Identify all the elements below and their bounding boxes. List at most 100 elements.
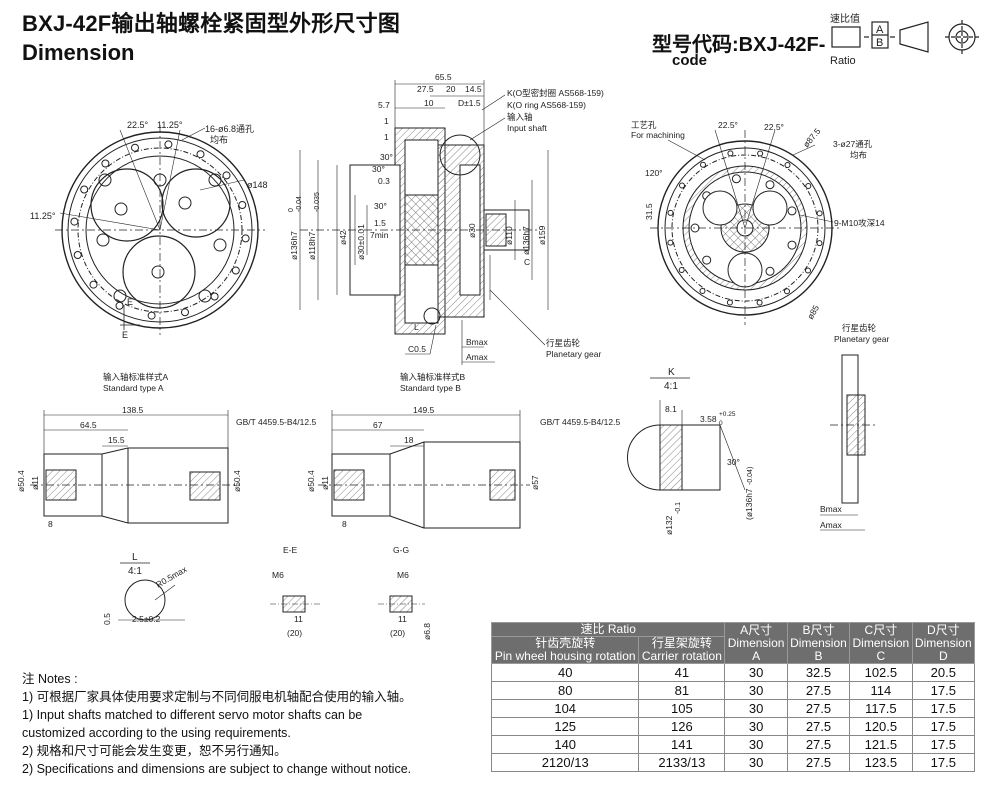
k-30: 30° — [727, 457, 740, 467]
dim-65: 65.5 — [435, 72, 452, 82]
table-cell: 32.5 — [786, 663, 851, 682]
dia-110: ø110 — [504, 226, 514, 245]
table-cell: 140 — [490, 735, 640, 754]
table-cell: 105 — [638, 699, 726, 718]
bolt-hole — [816, 210, 823, 217]
bolt-hole — [210, 292, 219, 301]
e-mark-2: E — [122, 330, 128, 340]
bolt-hole — [726, 299, 733, 306]
table-cell: 2133/13 — [638, 753, 726, 772]
table-cell: 121.5 — [849, 735, 913, 754]
gg-11: 11 — [398, 614, 407, 624]
back-holes-zh2: 均布 — [850, 150, 867, 160]
bolt-hole — [700, 161, 706, 168]
gg-20: (20) — [390, 628, 405, 638]
table-cell: 41 — [638, 663, 726, 682]
table-cell: 80 — [490, 681, 640, 700]
dim-27: 27.5 — [417, 84, 434, 94]
c05-label: C0.5 — [408, 344, 426, 354]
detail-ee-view — [270, 595, 320, 613]
ee-title: E-E — [283, 545, 298, 555]
bolt-hole — [678, 267, 685, 273]
bolt-hole — [131, 143, 139, 152]
shaft-b-dia2: ø11 — [320, 476, 330, 490]
ratio-label-zh: 速比值 — [830, 12, 860, 25]
table-cell: 117.5 — [849, 699, 913, 718]
machine-en: For machining — [631, 130, 685, 140]
dim-one-a: 1 — [384, 116, 389, 126]
planet-label-zh: 行星齿轮 — [546, 338, 581, 348]
model-code-label: 型号代码:BXJ-42F- — [652, 34, 826, 56]
k-dia136-tol: -0.04) — [747, 467, 754, 485]
bolt-hole — [667, 209, 674, 216]
shaft-b-view — [318, 410, 530, 529]
table-cell: 2120/13 — [490, 753, 640, 772]
back-angle-b: 22.5° — [764, 122, 784, 132]
angle-side: 11.25° — [30, 211, 56, 221]
angle-left: 22.5° — [127, 120, 149, 130]
detail-k-view — [627, 377, 746, 491]
detail-gg-view — [378, 595, 425, 613]
bolt-hole — [784, 162, 791, 168]
bolt-hole — [147, 311, 156, 320]
notes-title: 注 Notes : — [22, 672, 78, 686]
ratio-label-en: Ratio — [830, 55, 856, 67]
l-r05: R0.5max — [154, 564, 189, 590]
bolt-hole — [787, 240, 797, 250]
shaft-a-len: 138.5 — [122, 405, 144, 415]
holes-label-zh: 16-ø6.8通孔 — [205, 124, 254, 134]
dim-10: 10 — [424, 98, 434, 108]
bolt-hole — [667, 239, 674, 246]
dia-85: ø85 — [805, 303, 821, 321]
shaft-a-eight: 8 — [48, 519, 53, 529]
dia-118: ø118h7 — [307, 232, 317, 260]
shaft-a-dia: ø50.4 — [16, 470, 26, 492]
shaft-b-labels: 输入轴标准样式B Standard type B 149.5 67 18 GB/… — [306, 372, 620, 529]
k-tolp: +0.25 — [719, 411, 736, 418]
front-view — [55, 125, 265, 335]
table-cell: 81 — [638, 681, 726, 700]
table-cell: 30 — [724, 753, 788, 772]
shaft-a-gb: GB/T 4459.5-B4/12.5 — [236, 417, 316, 427]
l-05: 0.5 — [102, 613, 112, 625]
bolt-hole — [181, 308, 189, 317]
table-cell: 17.5 — [911, 699, 976, 718]
bolt-hole — [757, 150, 764, 157]
page-title: BXJ-42F输出轴螺栓紧固型外形尺寸图 — [22, 11, 401, 36]
bolt-hole — [765, 180, 775, 190]
dim-15: 1.5 — [374, 218, 386, 228]
ee-20: (20) — [287, 628, 302, 638]
ratio-symbol-group: 速比值 A B Ratio — [830, 12, 979, 67]
gg-m6: M6 — [397, 570, 409, 580]
angle-30c: 30° — [374, 201, 387, 211]
note-line: customized according to the using requir… — [22, 726, 291, 740]
bolt-hole — [679, 182, 685, 189]
k-358: 3.58 — [700, 414, 717, 424]
bolt-hole — [231, 266, 240, 275]
shaft-b-len3: 18 — [404, 435, 414, 445]
dia-136-tol0: 0 — [288, 208, 295, 212]
bolt-hole — [164, 140, 173, 149]
k-scale: 4:1 — [664, 381, 678, 392]
planet-label-en: Planetary gear — [546, 349, 601, 359]
dia-136-tol: -0.04 — [296, 196, 303, 212]
note-line: 1) 可根据厂家具体使用要求定制与不同伺服电机轴配合使用的输入轴。 — [22, 690, 412, 704]
table-cell: 120.5 — [849, 717, 913, 736]
k-label-zh: K(O型密封圈 AS568-159) — [507, 88, 604, 98]
k-label-en: K(O ring AS568-159) — [507, 100, 586, 110]
gear-side-view — [820, 354, 875, 531]
bolt-hole — [73, 251, 82, 259]
table-cell: 30 — [724, 717, 788, 736]
bolt-hole — [731, 174, 741, 184]
front-view-labels: 22.5° 11.25° 11.25° 16-ø6.8通孔 均布 ø148 E … — [30, 120, 268, 340]
shaft-a-len2: 64.5 — [80, 420, 97, 430]
angle-30b: 30° — [372, 164, 385, 174]
c-mark: C — [524, 257, 530, 267]
table-cell: 104 — [490, 699, 640, 718]
ratio-header: 速比 Ratio — [490, 622, 726, 637]
bolt-hole — [241, 234, 250, 243]
dim-14: 14.5 — [465, 84, 482, 94]
